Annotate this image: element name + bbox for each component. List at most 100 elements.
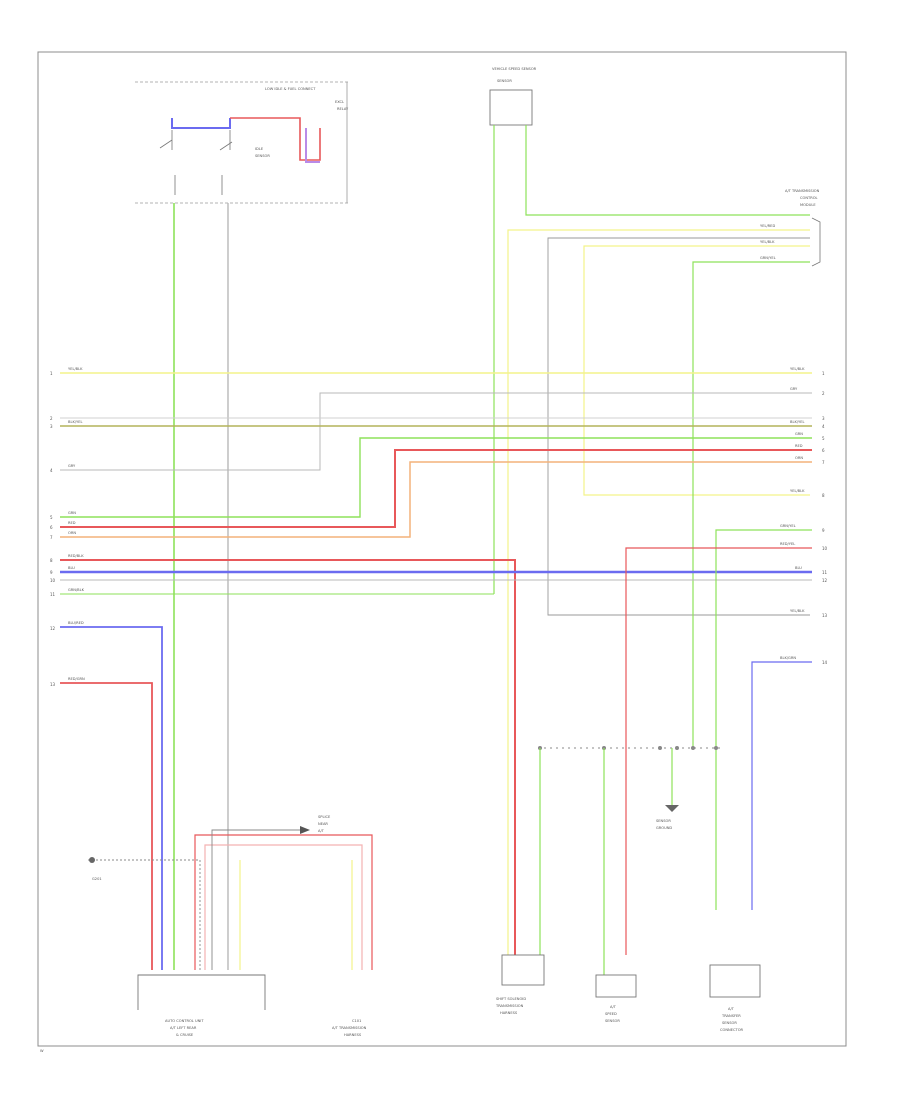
right-pin-8: 8: [822, 493, 825, 498]
acu-label-2: & CRUISE: [176, 1033, 194, 1037]
right-sensor-label-2: SENSOR: [722, 1021, 737, 1025]
wire-lower-red-loop: [194, 834, 373, 970]
wire-tag-right-662: BLK/GRN: [780, 656, 796, 660]
left-pin-2: 2: [50, 416, 53, 421]
wire-lower-gray-arrow: [211, 829, 300, 970]
wire-tag-left-9: BLU: [68, 566, 75, 570]
wire-row-12: [715, 529, 812, 910]
ground-arrow-icon: [665, 805, 679, 812]
top-relay-block: LOW IDLE & FUEL CONNECT EXCL RELAY IDLE …: [135, 81, 350, 204]
wire-row-13: [625, 547, 812, 955]
wire-tag-left-6: RED: [68, 521, 76, 525]
wire-tag-right-615: YEL/BLK: [790, 609, 805, 613]
left-pin-5: 5: [50, 515, 53, 520]
c101-label-1: A/T TRANSMISSION: [332, 1026, 367, 1030]
lower-mid-connector: C101 A/T TRANSMISSION HARNESS: [332, 1019, 367, 1037]
left-pin-7: 7: [50, 535, 53, 540]
wire-tag-left-red: RED/GRN: [68, 677, 85, 681]
ground-label-1: GROUND: [656, 826, 672, 830]
relay-label-1: EXCL: [335, 100, 344, 104]
left-pin-4: 4: [50, 468, 53, 473]
right-pin-2: 2: [822, 391, 825, 396]
right-sensor-label-0: A/T: [728, 1007, 735, 1011]
right-pin-3: 3: [822, 416, 825, 421]
wire-tag-left-5: GRN: [68, 511, 76, 515]
left-pin-8: 8: [50, 558, 53, 563]
left-pin-12: 12: [50, 626, 56, 631]
splice-dot-5: [691, 746, 695, 750]
splice-dot-6: [714, 746, 718, 750]
wire-left-red: [60, 682, 153, 970]
wire-sensor-green-b: [525, 125, 810, 216]
left-pin-13: 13: [50, 682, 56, 687]
arrow-right-icon: [300, 826, 310, 834]
right-pin-9: 9: [822, 528, 825, 533]
tcm-label-1: CONTROL: [800, 196, 818, 200]
relay-label-0: LOW IDLE & FUEL CONNECT: [265, 87, 316, 91]
left-pin-1: 1: [50, 371, 53, 376]
wire-tag-left-1: YEL/BLK: [68, 367, 83, 371]
right-pin-4: 4: [822, 424, 825, 429]
tcm-label-2: MODULE: [800, 203, 816, 207]
left-pin-6: 6: [50, 525, 53, 530]
acu-label-1: A/T LEFT REAR: [170, 1026, 197, 1030]
relay-label-2: RELAY: [337, 107, 349, 111]
ground-dot-icon: [89, 857, 95, 863]
right-sensor: A/T TRANSFER SENSOR CONNECTOR: [709, 964, 761, 1032]
wire-row-2: [60, 392, 812, 471]
wire-lower-ground: [88, 859, 201, 970]
acu-label-0: AUTO CONTROL UNIT: [165, 1019, 204, 1023]
wire-tag-right-7: ORN: [795, 456, 803, 460]
wire-tag-right-4: BLK/YEL: [790, 420, 805, 424]
left-pin-3: 3: [50, 424, 53, 429]
wire-tag-right-1: YEL/BLK: [790, 367, 805, 371]
ground-left-label: G201: [92, 877, 102, 881]
wire-tcm-green: [692, 261, 810, 750]
auto-control-unit: AUTO CONTROL UNIT A/T LEFT REAR & CRUISE: [137, 974, 266, 1037]
right-sensor-label-3: CONNECTOR: [720, 1028, 744, 1032]
wire-tag-left-7: ORN: [68, 531, 76, 535]
right-pin-1: 1: [822, 371, 825, 376]
right-sensor-label-1: TRANSFER: [721, 1014, 741, 1018]
splice-dot-4: [675, 746, 679, 750]
wire-lower-pink-loop: [204, 844, 363, 970]
wire-row-5: [60, 437, 812, 518]
wire-row-8: [60, 559, 516, 955]
wire-tag-tcm-1: YEL/RED: [760, 224, 775, 228]
right-pin-12: 12: [822, 578, 828, 583]
diagram-frame: [37, 51, 847, 1047]
top-sensor-label-1: SENSOR: [497, 79, 512, 83]
wire-row-7: [60, 461, 812, 538]
wire-tcm-yellow-a: [507, 229, 810, 955]
wire-tag-right-ry: RED/YEL: [780, 542, 795, 546]
right-pin-7: 7: [822, 460, 825, 465]
footer-code: W: [40, 1049, 44, 1053]
mid-sensor-label-1: SPEED: [605, 1012, 617, 1016]
left-pin-11: 11: [50, 592, 56, 597]
shift-label-1: TRANSMISSION: [495, 1004, 524, 1008]
wire-tag-left-8: RED/BLK: [68, 554, 84, 558]
tcm-label-0: A/T TRANSMISSION: [785, 189, 820, 193]
wire-tag-right-9: BLU: [795, 566, 802, 570]
wire-tag-left-4: BLK/YEL: [68, 420, 83, 424]
left-pin-9: 9: [50, 570, 53, 575]
shift-sensor: SHIFT SOLENOID TRANSMISSION HARNESS: [495, 954, 545, 1015]
ground-label-0: SENSOR: [656, 819, 671, 823]
shift-label-2: HARNESS: [500, 1011, 518, 1015]
mid-sensor-label-0: A/T: [610, 1005, 617, 1009]
mid-sensor: A/T SPEED SENSOR: [595, 974, 637, 1023]
top-sensor: VEHICLE SPEED SENSOR SENSOR: [489, 67, 537, 126]
right-pin-5: 5: [822, 436, 825, 441]
right-pin-10: 10: [822, 546, 828, 551]
wire-tag-left-11: GRN/BLK: [68, 588, 85, 592]
shift-label-0: SHIFT SOLENOID: [496, 997, 526, 1001]
wire-tag-tcm-2: YEL/BLK: [760, 240, 775, 244]
right-pin-13: 13: [822, 613, 828, 618]
wire-tag-right-2: GRY: [790, 387, 798, 391]
wire-row-14: [751, 661, 812, 910]
tcm-connector: A/T TRANSMISSION CONTROL MODULE: [785, 189, 821, 267]
wire-row-6: [60, 449, 812, 528]
wire-tcm-yellow-b: [583, 245, 810, 496]
splice-label-2: A/T: [318, 829, 325, 833]
